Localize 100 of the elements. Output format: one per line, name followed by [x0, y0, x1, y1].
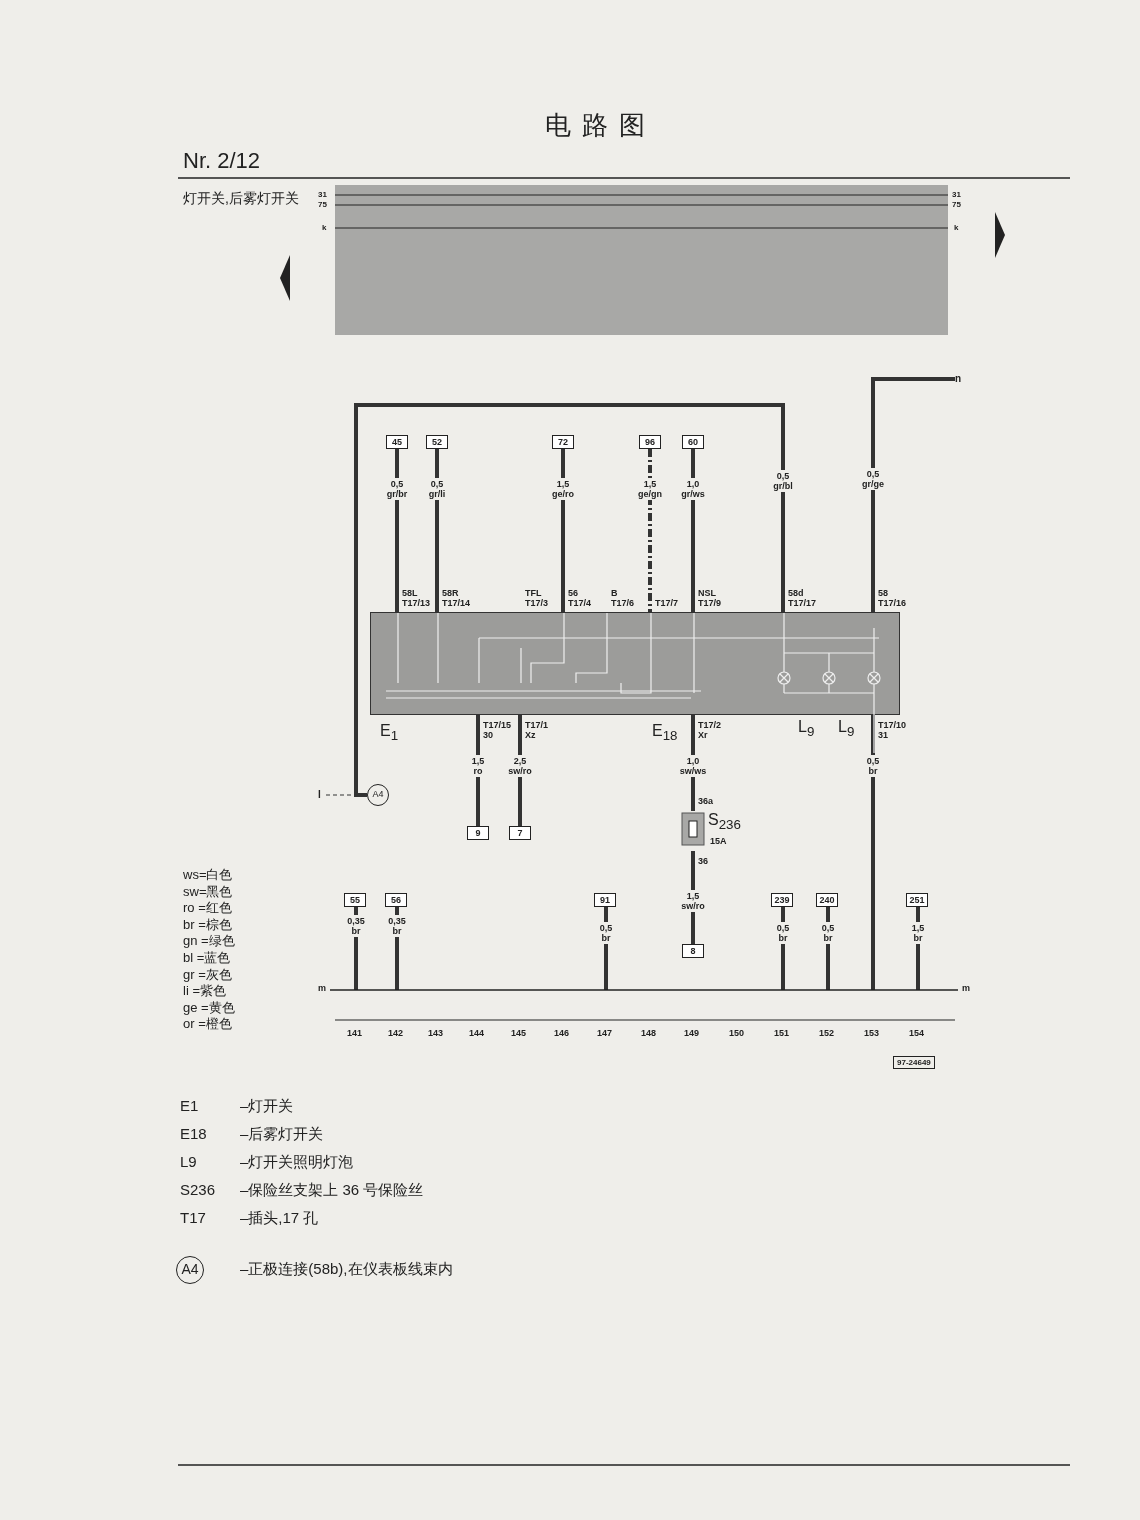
pin-label: 36a: [698, 796, 714, 806]
connector-number: 56: [385, 893, 407, 907]
connector-number: 52: [426, 435, 448, 449]
wire: [604, 907, 608, 990]
pin-label: T17/10 31: [878, 720, 907, 740]
component-code: L9: [180, 1153, 197, 1170]
column-number: 145: [511, 1028, 527, 1038]
pin-label: T17/1 Xz: [525, 720, 548, 740]
pin-label: 58L T17/13: [402, 588, 430, 608]
wire-label: 0,5 gr/li: [428, 478, 446, 500]
wire: [691, 851, 695, 944]
wire-label: 0,5 br: [599, 922, 613, 944]
drawing-number: 97-24649: [893, 1056, 935, 1069]
component-description: –灯开关照明灯泡: [240, 1153, 354, 1172]
wire: [781, 907, 785, 990]
wire: [395, 907, 399, 990]
component-code: E$_{1}$: [380, 722, 399, 744]
wire-label: 0,5 gr/bl: [773, 470, 793, 492]
bus-name: m: [318, 983, 326, 993]
component-code: E$_{18}$: [652, 722, 678, 744]
connector-number: 9: [467, 826, 489, 840]
pin-label: T17/7: [655, 598, 678, 608]
pin-label: 36: [698, 856, 708, 866]
wire: [826, 907, 830, 990]
component-description: –后雾灯开关: [240, 1125, 324, 1144]
wire-label: 1,5 ge/ro: [552, 478, 574, 500]
wire: [871, 377, 955, 612]
wire-label: 0,5 gr/br: [386, 478, 408, 500]
column-number: 151: [774, 1028, 790, 1038]
column-number: 142: [388, 1028, 404, 1038]
column-number: 144: [469, 1028, 485, 1038]
color-code: li =紫色: [183, 982, 226, 1001]
page-number: Nr. 2/12: [183, 148, 261, 174]
wire: [648, 449, 652, 612]
wire: [691, 449, 695, 612]
wire: [435, 449, 439, 612]
connector-number: 239: [771, 893, 793, 907]
wire: [476, 715, 480, 826]
connection-description: –正极连接(58b),在仪表板线束内: [240, 1260, 453, 1279]
component-description: –插头,17 孔: [240, 1209, 319, 1228]
color-code: ws=白色: [183, 866, 233, 884]
connector-number: 55: [344, 893, 366, 907]
bus-number: 75: [952, 200, 961, 209]
bus-number: 31: [952, 190, 961, 199]
wire-label: 0,5 br: [776, 922, 790, 944]
pin-label: 58 T17/16: [878, 588, 906, 608]
wire: [561, 449, 565, 612]
column-number: 146: [554, 1028, 570, 1038]
column-number: 153: [864, 1028, 880, 1038]
wire-label: 0,5 br: [821, 922, 835, 944]
color-code: ge =黄色: [183, 998, 235, 1017]
fuse-label: S$_{236}$: [708, 811, 741, 834]
color-code: or =橙色: [183, 1015, 232, 1034]
connector-number: 240: [816, 893, 838, 907]
connector-number: 72: [552, 435, 574, 449]
wire-label: 1,5 ge/gn: [638, 478, 662, 500]
pin-label: T17/15 30: [483, 720, 512, 740]
component-code: T17: [180, 1209, 206, 1226]
diagram-subtitle: 灯开关,后雾灯开关: [183, 190, 299, 208]
bus-number: 75: [318, 200, 327, 209]
connector-number: 91: [594, 893, 616, 907]
component-code: E1: [180, 1097, 199, 1114]
wire: [916, 907, 920, 990]
color-code: sw=黑色: [183, 882, 233, 901]
component-code: L$_{9}$: [798, 718, 815, 740]
pin-label: 58R T17/14: [442, 588, 470, 608]
page-title: 电 路 图: [545, 109, 648, 142]
color-code: br =棕色: [183, 915, 232, 934]
connector-number: 8: [682, 944, 704, 958]
pin-label: 56 T17/4: [568, 588, 591, 608]
connector-number: 251: [906, 893, 928, 907]
pin-label: T17/2 Xr: [698, 720, 721, 740]
bus-number: 31: [318, 190, 327, 199]
column-number: 141: [347, 1028, 363, 1038]
wire-label: 0,5 gr/ge: [862, 468, 884, 490]
connector-number: 60: [682, 435, 704, 449]
wire-end-label: n: [955, 372, 962, 386]
pin-label: 58d T17/17: [788, 588, 816, 608]
wire-label: 1,0 gr/ws: [681, 478, 705, 500]
color-code: gn =绿色: [183, 932, 235, 951]
wire-label: 1,5 br: [911, 922, 925, 944]
wire-label: 0,35 br: [388, 915, 406, 937]
color-code: gr =灰色: [183, 965, 232, 984]
column-number: 147: [597, 1028, 613, 1038]
component-code: E18: [180, 1125, 207, 1142]
wire: [354, 907, 358, 990]
column-number: 150: [729, 1028, 745, 1038]
color-code: ro =红色: [183, 899, 232, 918]
column-number: 154: [909, 1028, 925, 1038]
connector-number: 7: [509, 826, 531, 840]
column-number: 152: [819, 1028, 835, 1038]
wire: [395, 449, 399, 612]
wire-label: 2,5 sw/ro: [508, 755, 532, 777]
component-code: L$_{9}$: [838, 718, 855, 740]
pin-label: NSL T17/9: [698, 588, 721, 608]
bus-name: m: [962, 983, 970, 993]
column-number: 143: [428, 1028, 444, 1038]
component-description: –保险丝支架上 36 号保险丝: [240, 1181, 424, 1200]
connector-number: 45: [386, 435, 408, 449]
wire-label: 1,5 ro: [471, 755, 485, 777]
